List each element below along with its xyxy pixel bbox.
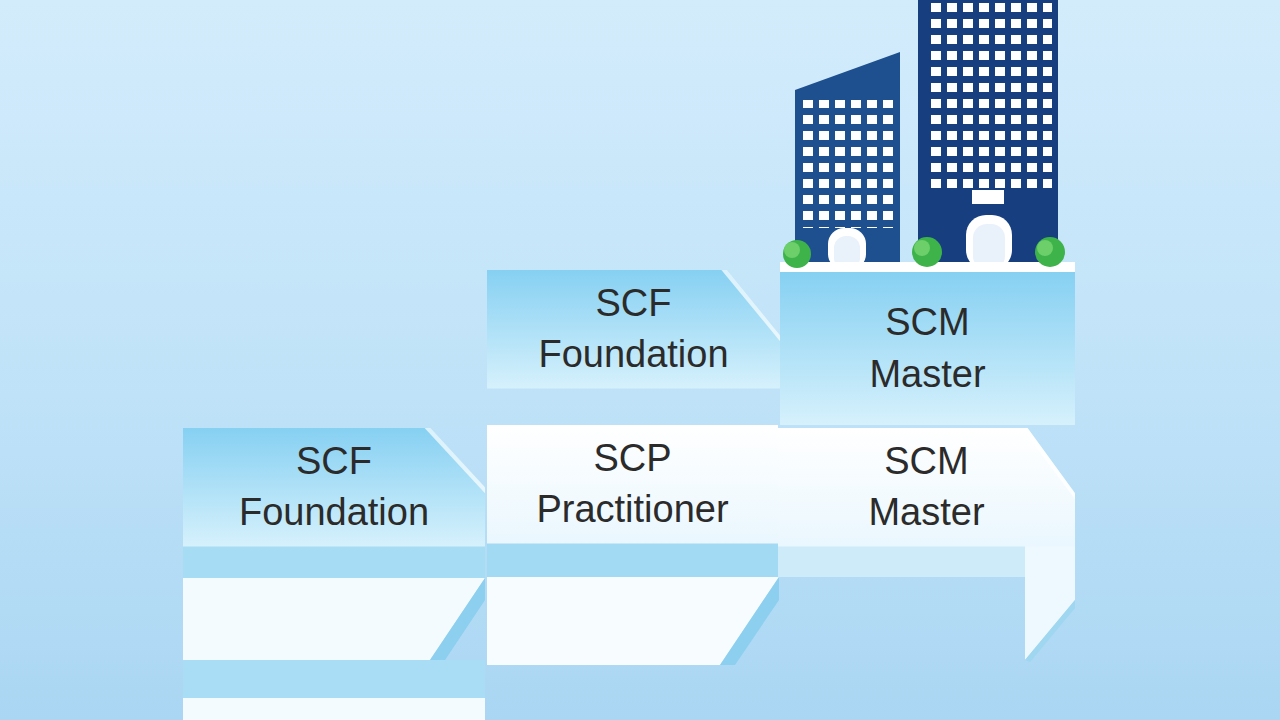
step-box: SCM Master [780,272,1075,425]
step-label: SCF Foundation [239,436,429,539]
buildings-illustration [780,0,1075,272]
step-box: SCM Master [778,428,1075,547]
step-label: SCF Foundation [538,278,728,381]
step-box: SCP Practitioner [487,425,778,544]
step-shape [780,272,1075,425]
step-label: SCM Master [868,436,984,539]
step-box: SCF Foundation [183,428,485,547]
step-bands [183,535,1075,720]
step-box: SCF Foundation [487,270,780,389]
step-label: SCM Master [869,297,985,400]
step-label: SCP Practitioner [536,433,728,536]
